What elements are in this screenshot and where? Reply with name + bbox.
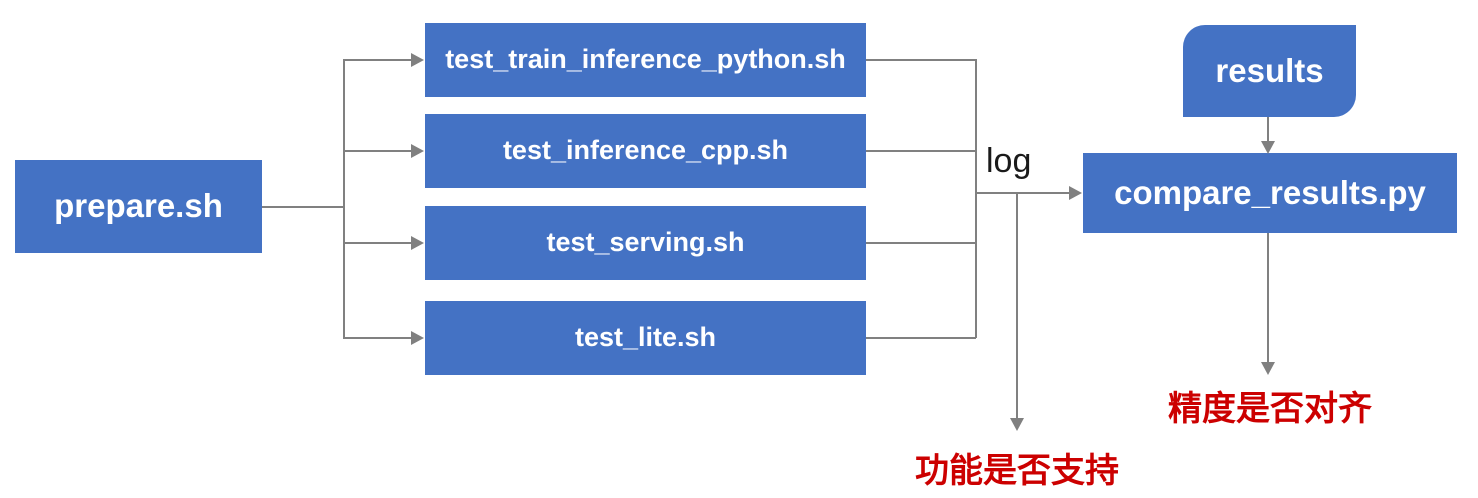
node-test-inference-cpp-sh: test_inference_cpp.sh bbox=[425, 114, 866, 188]
connector-branch-vertical bbox=[343, 60, 345, 339]
node-prepare-sh: prepare.sh bbox=[15, 160, 262, 253]
connector-branch-to-test-4 bbox=[343, 337, 411, 339]
node-compare-results-py: compare_results.py bbox=[1083, 153, 1457, 233]
connector-compare-to-precision bbox=[1267, 233, 1269, 362]
arrowhead-to-function-icon bbox=[1010, 418, 1024, 431]
connector-branch-to-test-2 bbox=[343, 150, 411, 152]
connector-log-to-function bbox=[1016, 192, 1018, 418]
connector-test-2-out bbox=[866, 150, 976, 152]
connector-collector-vertical bbox=[975, 59, 977, 338]
connector-results-to-compare bbox=[1267, 117, 1269, 142]
node-results: results bbox=[1183, 25, 1356, 117]
arrowhead-to-test-2-icon bbox=[411, 144, 424, 158]
connector-branch-to-test-3 bbox=[343, 242, 411, 244]
arrowhead-results-to-compare-icon bbox=[1261, 141, 1275, 154]
node-test-train-inference-python-sh: test_train_inference_python.sh bbox=[425, 23, 866, 97]
arrowhead-to-test-4-icon bbox=[411, 331, 424, 345]
node-test-lite-sh: test_lite.sh bbox=[425, 301, 866, 375]
annotation-precision-alignment: 精度是否对齐 bbox=[1168, 390, 1372, 428]
connector-test-4-out bbox=[866, 337, 976, 339]
arrowhead-to-test-1-icon bbox=[411, 53, 424, 67]
node-test-serving-sh: test_serving.sh bbox=[425, 206, 866, 280]
connector-prepare-out bbox=[262, 206, 343, 208]
connector-test-1-out bbox=[866, 59, 976, 61]
arrowhead-to-compare-icon bbox=[1069, 186, 1082, 200]
arrowhead-to-precision-icon bbox=[1261, 362, 1275, 375]
log-label: log bbox=[986, 142, 1032, 180]
arrowhead-to-test-3-icon bbox=[411, 236, 424, 250]
connector-log-to-compare bbox=[975, 192, 1070, 194]
annotation-function-support: 功能是否支持 bbox=[915, 452, 1119, 490]
connector-test-3-out bbox=[866, 242, 976, 244]
connector-branch-to-test-1 bbox=[343, 59, 411, 61]
